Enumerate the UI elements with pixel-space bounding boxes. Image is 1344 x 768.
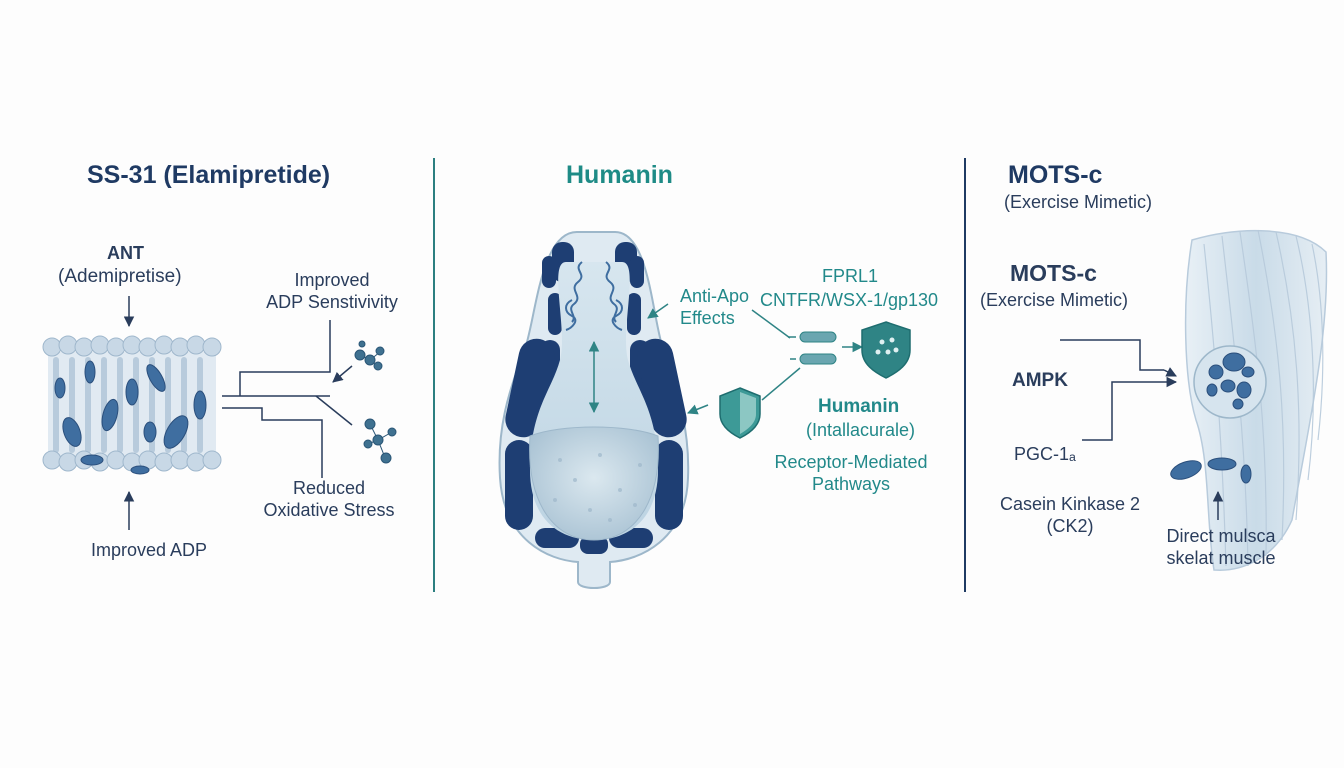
mitochondrial-membrane-illustration (42, 335, 222, 475)
ss31-title: SS-31 (Elamipretide) (87, 161, 331, 189)
improved-adp-sensitivity-label: Improved ADP Senstivivity (262, 270, 402, 313)
humanin-subtitle-title: Humanin (818, 396, 900, 417)
improved-adp-sensitivity-line2: ADP Senstivivity (266, 291, 398, 312)
reduced-oxidative-stress-line2: Oxidative Stress (263, 499, 395, 520)
direct-muscle-label: Direct mulsca skelat muscle (1146, 526, 1296, 569)
receptor-mediated-label: Receptor-Mediated Pathways (766, 452, 936, 495)
ck2-line2: (CK2) (1046, 515, 1094, 536)
motsc-subtitle: (Exercise Mimetic) (1004, 192, 1153, 212)
anti-apo-line2: Effects (680, 307, 735, 328)
ant-title: ANT (107, 243, 144, 263)
ant-subtitle: (Ademipretise) (58, 266, 182, 287)
reduced-oxidative-stress-line1: Reduced (292, 478, 366, 498)
receptors-label: CNTFR/WSX-1/gp130 (760, 290, 939, 310)
humanin-title: Humanin (566, 161, 673, 189)
direct-muscle-line2: skelat muscle (1166, 547, 1276, 568)
adp-molecule-icon (354, 340, 385, 371)
direct-muscle-line1: Direct mulsca (1166, 526, 1276, 546)
divider-right (964, 158, 966, 592)
improved-adp-label: Improved ADP (91, 540, 208, 560)
to-muscle-arrow-1 (1163, 367, 1177, 377)
improved-adp-sensitivity-line1: Improved (294, 270, 370, 290)
motsc-title: MOTS-c (1008, 161, 1103, 189)
ck2-label: Casein Kinkase 2 (CK2) (990, 494, 1150, 537)
receptor-capsule-icon (788, 331, 837, 365)
connector-lines-motsc (1060, 339, 1164, 441)
anti-apo-line1: Anti-Apo (680, 286, 750, 306)
anti-apo-arrow (647, 303, 669, 319)
divider-left (433, 158, 435, 592)
humanin-subtitle: (Intallacurale) (806, 420, 916, 440)
humanin-cell-illustration (498, 230, 690, 589)
anti-apo-label: Anti-Apo Effects (680, 286, 749, 329)
connector-lines (222, 320, 353, 478)
ck2-line1: Casein Kinkase 2 (999, 494, 1141, 514)
motsc-subtitle-2: (Exercise Mimetic) (980, 290, 1129, 310)
receptor-mediated-line2: Pathways (811, 473, 891, 494)
ampk-label: AMPK (1012, 370, 1068, 391)
protection-shield-icon (719, 387, 761, 439)
adp-molecule-arrow (332, 365, 353, 383)
pgc-label: PGC-1ₐ (1014, 444, 1076, 464)
reduced-oxidative-stress-label: Reduced Oxidative Stress (254, 478, 404, 521)
shield-icon (861, 321, 911, 379)
motsc-title-2: MOTS-c (1010, 260, 1097, 286)
receptor-mediated-line1: Receptor-Mediated (774, 452, 928, 472)
skeletal-muscle-illustration (1170, 229, 1328, 571)
fprl1-label: FPRL1 (822, 266, 879, 286)
connector-lines-humanin (751, 309, 801, 401)
receptor-to-cell-arrow (687, 404, 709, 415)
ros-molecule-icon (363, 418, 397, 464)
